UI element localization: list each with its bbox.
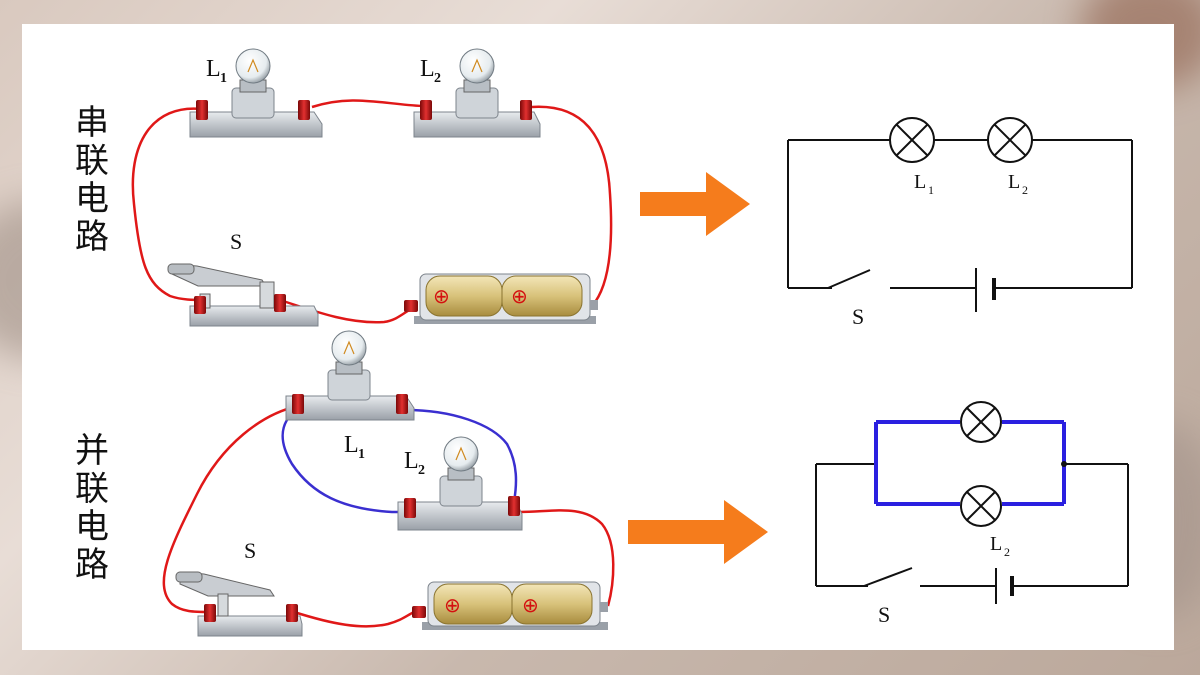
parallel-schematic xyxy=(815,401,1129,604)
series-sch-switch-label: S xyxy=(852,304,864,329)
parallel-battery-plus-2: ⊕ xyxy=(522,593,539,617)
series-arrow xyxy=(640,172,750,236)
series-l2-label: L xyxy=(420,56,435,82)
series-l1-sub: 1 xyxy=(220,71,227,86)
series-sch-l1-label: L xyxy=(914,171,926,193)
parallel-switch xyxy=(175,571,303,637)
parallel-sch-l2-label: L xyxy=(990,533,1002,555)
parallel-lamp-l1 xyxy=(285,330,415,421)
parallel-l2-sub: 2 xyxy=(418,463,425,478)
parallel-l2-label: L xyxy=(404,448,419,474)
parallel-lamp-l2 xyxy=(397,436,523,531)
circuit-diagrams: L 1 L 2 S ⊕ ⊕ xyxy=(131,48,1133,637)
parallel-title: 并联电路 xyxy=(75,431,109,585)
series-switch-label: S xyxy=(230,229,242,254)
series-battery-plus-2: ⊕ xyxy=(511,284,528,308)
parallel-sch-switch-label: S xyxy=(878,602,890,627)
parallel-wiring xyxy=(162,404,615,628)
parallel-switch-label: S xyxy=(244,538,256,563)
parallel-battery xyxy=(412,581,608,630)
series-sch-l2-sub: 2 xyxy=(1022,183,1028,197)
parallel-l1-sub: 1 xyxy=(358,447,365,462)
series-title: 串联电路 xyxy=(75,103,109,257)
slide: 串联电路 并联电路 xyxy=(22,24,1174,650)
parallel-arrow xyxy=(628,500,768,564)
parallel-sch-l2-sub: 2 xyxy=(1004,545,1010,559)
series-battery xyxy=(404,273,598,324)
parallel-l1-label: L xyxy=(344,432,359,458)
series-lamp-l2 xyxy=(413,48,541,138)
series-sch-l2-label: L xyxy=(1008,171,1020,193)
series-sch-l1-sub: 1 xyxy=(928,183,934,197)
series-battery-plus-1: ⊕ xyxy=(433,284,450,308)
parallel-battery-plus-1: ⊕ xyxy=(444,593,461,617)
series-lamp-l1 xyxy=(189,48,323,138)
series-schematic xyxy=(787,117,1133,312)
series-l1-label: L xyxy=(206,56,221,82)
series-l2-sub: 2 xyxy=(434,71,441,86)
series-switch xyxy=(167,263,319,327)
